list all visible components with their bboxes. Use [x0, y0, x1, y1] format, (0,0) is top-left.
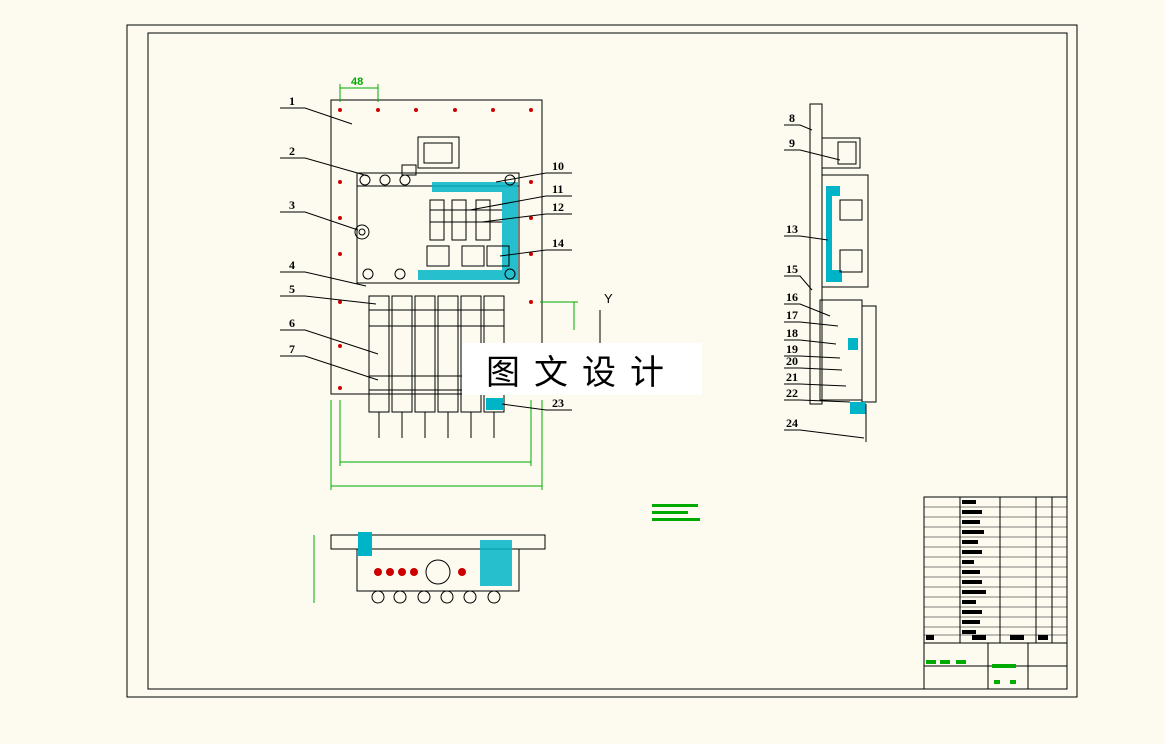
part-label-14: 14 [552, 236, 564, 250]
part-label-2: 2 [289, 144, 295, 158]
part-label-16: 16 [786, 290, 798, 304]
part-label-15: 15 [786, 262, 798, 276]
part-label-21: 21 [786, 370, 798, 384]
part-label-23: 23 [552, 396, 564, 410]
title-block [923, 496, 1068, 690]
part-label-6: 6 [289, 316, 295, 330]
bottom-view [313, 532, 546, 604]
part-label-10: 10 [552, 159, 564, 173]
part-label-12: 12 [552, 200, 564, 214]
part-label-8: 8 [789, 111, 795, 125]
outer-border [126, 24, 1078, 698]
title-block-text-marks [926, 500, 1048, 640]
part-label-13: 13 [786, 222, 798, 236]
part-label-19: 19 [786, 342, 798, 356]
title-block-rows [924, 506, 1067, 636]
part-label-9: 9 [789, 136, 795, 150]
part-label-22: 22 [786, 386, 798, 400]
part-label-3: 3 [289, 198, 295, 212]
leaders-front [280, 107, 572, 411]
top-dimension-text: 48 [351, 76, 363, 88]
part-label-11: 11 [552, 182, 564, 196]
leaders-side [784, 124, 865, 439]
side-view [809, 103, 877, 442]
part-label-1: 1 [289, 94, 295, 108]
green-note [652, 504, 700, 521]
part-label-18: 18 [786, 326, 798, 340]
title-block-green-marks [926, 660, 1016, 684]
watermark-text: 图文设计 [462, 343, 702, 395]
front-view: 48 Y [330, 76, 613, 490]
part-label-24: 24 [786, 416, 798, 430]
axis-label: Y [604, 291, 613, 306]
part-label-17: 17 [786, 308, 798, 322]
part-label-7: 7 [289, 342, 295, 356]
part-label-5: 5 [289, 282, 295, 296]
part-label-4: 4 [289, 258, 295, 272]
part-label-20: 20 [786, 354, 798, 368]
inner-border [147, 32, 1068, 690]
